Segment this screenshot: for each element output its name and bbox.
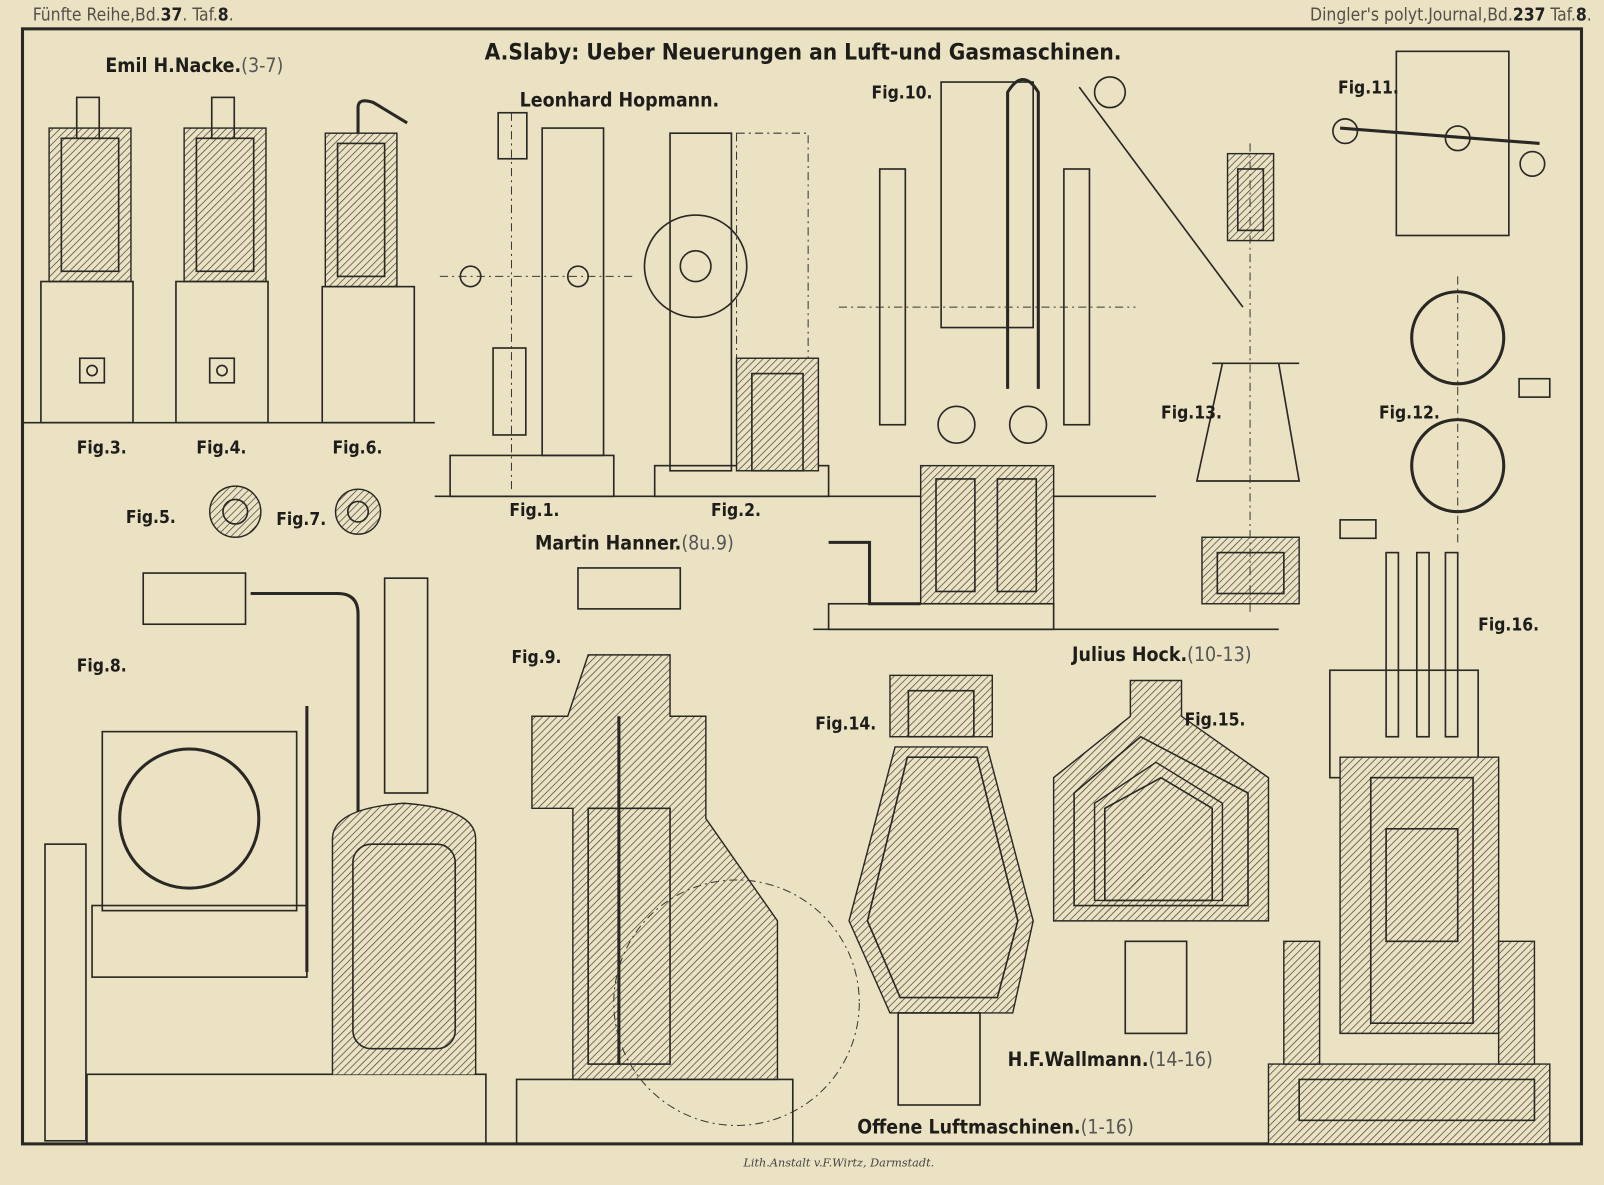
inventor-wallmann: H.F.Wallmann.(14-16) xyxy=(1008,1048,1213,1071)
fig6-label: Fig.6. xyxy=(332,438,382,458)
fig10-label: Fig.10. xyxy=(872,83,933,103)
fig16-drawing xyxy=(1267,551,1551,1145)
fig13-label: Fig.13. xyxy=(1161,404,1222,424)
header-right: Dingler's polyt.Journal,Bd.237 Taf.8. xyxy=(1310,6,1592,26)
fig1-drawing xyxy=(439,111,635,498)
fig13-drawing xyxy=(1195,143,1301,614)
fig3-label: Fig.3. xyxy=(77,438,127,458)
fig2-label: Fig.2. xyxy=(711,501,761,521)
fig11-label: Fig.11. xyxy=(1338,78,1399,98)
fig14-drawing xyxy=(848,674,1034,1106)
fig6-drawing xyxy=(321,99,416,424)
fig9-drawing xyxy=(515,567,860,1145)
fig2-drawing xyxy=(643,132,830,498)
fig5-drawing xyxy=(208,485,262,538)
fig7-drawing xyxy=(334,488,382,535)
plate-frame xyxy=(20,27,1584,1146)
inventor-hanner: Martin Hanner.(8u.9) xyxy=(535,532,734,555)
lithographer-credit: Lith.Anstalt v.F.Wirtz, Darmstadt. xyxy=(742,1156,934,1169)
fig10-drawing xyxy=(827,76,1244,631)
inventor-hock: Julius Hock.(10-13) xyxy=(1071,643,1251,666)
fig15-drawing xyxy=(1052,679,1270,1035)
inventor-nacke: Emil H.Nacke.(3-7) xyxy=(105,54,283,77)
plate-title: A.Slaby: Ueber Neuerungen an Luft-und Ga… xyxy=(485,40,1122,66)
fig9-label: Fig.9. xyxy=(511,648,561,668)
fig5-label: Fig.5. xyxy=(126,508,176,528)
fig3-drawing xyxy=(40,96,134,424)
fig14-label: Fig.14. xyxy=(815,715,876,735)
fig4-label: Fig.4. xyxy=(196,438,246,458)
fig12-drawing xyxy=(1339,276,1551,543)
fig11-drawing xyxy=(1332,50,1546,237)
fig16-label: Fig.16. xyxy=(1478,615,1539,635)
fig7-label: Fig.7. xyxy=(276,510,326,530)
inventor-hopmann: Leonhard Hopmann. xyxy=(520,89,720,112)
fig8-drawing xyxy=(44,572,487,1145)
fig12-label: Fig.12. xyxy=(1379,404,1440,424)
fig15-label: Fig.15. xyxy=(1185,710,1246,730)
fig4-drawing xyxy=(175,96,269,424)
fig1-label: Fig.1. xyxy=(509,501,559,521)
section-title: Offene Luftmaschinen.(1-16) xyxy=(857,1116,1134,1139)
fig8-label: Fig.8. xyxy=(77,656,127,676)
header-left: Fünfte Reihe,Bd.37. Taf.8. xyxy=(33,6,234,26)
